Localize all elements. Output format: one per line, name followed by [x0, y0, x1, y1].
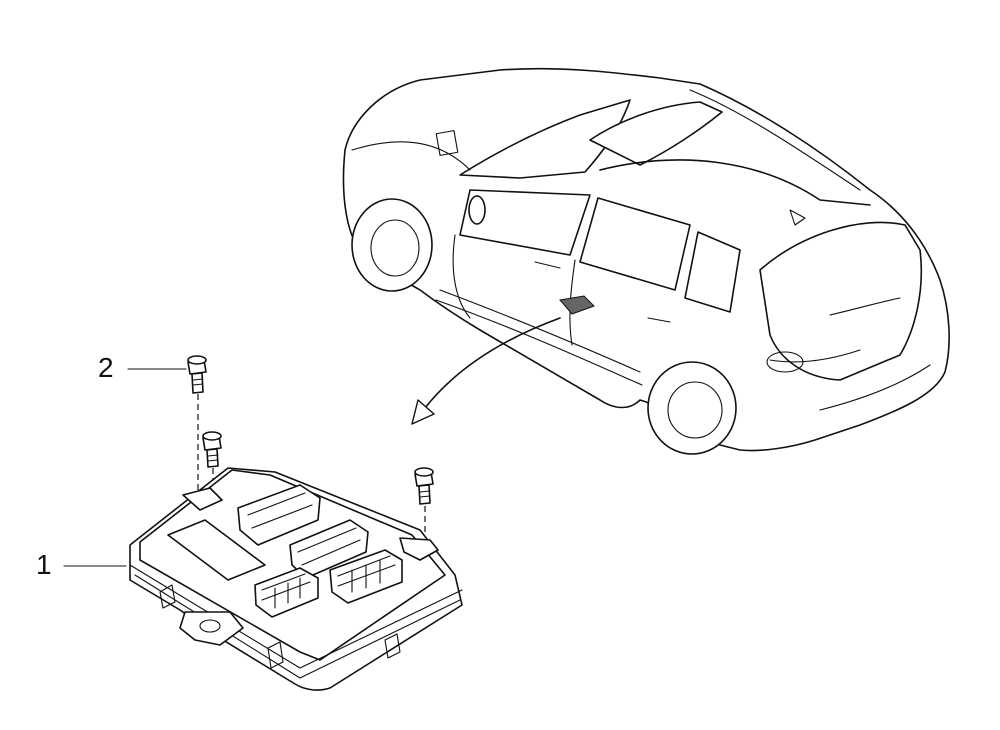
rear-door-window [579, 197, 691, 291]
front-door-window [459, 189, 591, 256]
bolt-icon [202, 431, 222, 468]
quarter-window [684, 231, 741, 313]
module-location-marker [559, 295, 595, 315]
vehicle-illustration [342, 67, 950, 455]
module-label-plate [167, 519, 266, 581]
connector [289, 519, 369, 579]
callout-label-1: 1 [36, 549, 52, 580]
roof-rail [599, 159, 871, 206]
connector [254, 567, 319, 618]
bolt-icon [187, 355, 207, 394]
connector [237, 484, 321, 546]
bolt-icon [414, 467, 434, 505]
mounting-tab [179, 611, 244, 646]
control-module [129, 467, 463, 691]
windshield [459, 99, 631, 179]
sunroof [589, 101, 723, 166]
callout-label-2: 2 [98, 352, 114, 383]
rear-hatch [759, 221, 923, 381]
front-wheel [351, 198, 433, 292]
rear-wheel [647, 361, 737, 455]
location-arrow [411, 317, 561, 425]
